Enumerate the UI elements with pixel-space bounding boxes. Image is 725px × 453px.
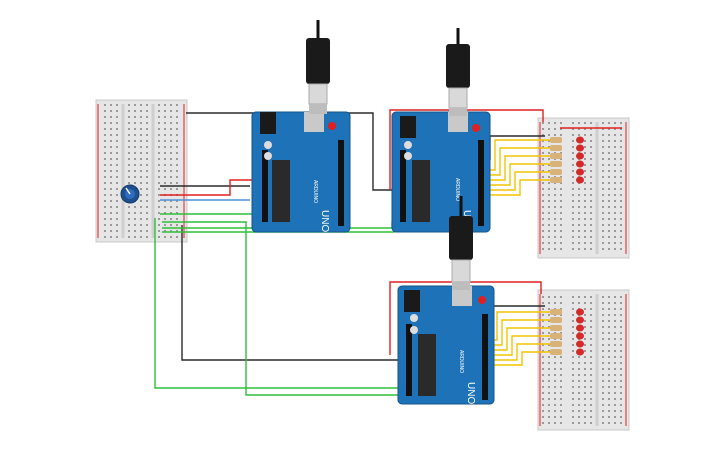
led-bottom-5 xyxy=(576,340,584,348)
board-1-uno-label: UNO xyxy=(319,210,330,232)
led-bottom-6 xyxy=(576,348,584,356)
breadboard-left[interactable] xyxy=(95,99,188,243)
led-bottom-1 xyxy=(576,308,584,316)
led-top-6 xyxy=(576,176,584,184)
board-2-logo-text: ARDUINO xyxy=(454,178,460,201)
led-bottom-2 xyxy=(576,316,584,324)
arduino-uno-1[interactable]: UNO ARDUINO xyxy=(251,111,351,233)
led-top-5 xyxy=(576,168,584,176)
wire-black-3[interactable] xyxy=(181,225,398,361)
board-3-logo-text: ARDUINO xyxy=(458,350,464,373)
board-1-logo-text: ARDUINO xyxy=(312,180,318,203)
led-top-3 xyxy=(576,152,584,160)
led-bottom-3 xyxy=(576,324,584,332)
leds-top xyxy=(576,136,584,184)
arduino-uno-2[interactable]: UNO ARDUINO xyxy=(391,111,491,233)
wire-green-1[interactable] xyxy=(154,218,400,389)
usb-cable-2[interactable] xyxy=(446,28,470,116)
wire-red-1[interactable] xyxy=(160,179,260,196)
arduino-uno-3[interactable]: UNO ARDUINO xyxy=(397,285,495,405)
usb-cable-3[interactable] xyxy=(449,196,473,290)
usb-cable-1[interactable] xyxy=(306,20,330,114)
resistors-bottom xyxy=(550,309,562,355)
led-top-1 xyxy=(576,136,584,144)
resistors-top xyxy=(550,137,562,183)
leds-bottom xyxy=(576,308,584,356)
led-top-4 xyxy=(576,160,584,168)
potentiometer-knob[interactable] xyxy=(120,184,140,204)
led-top-2 xyxy=(576,144,584,152)
wire-black-5[interactable] xyxy=(491,305,545,330)
board-3-uno-label: UNO xyxy=(465,382,476,404)
led-bottom-4 xyxy=(576,332,584,340)
wire-green-2[interactable] xyxy=(162,221,400,396)
